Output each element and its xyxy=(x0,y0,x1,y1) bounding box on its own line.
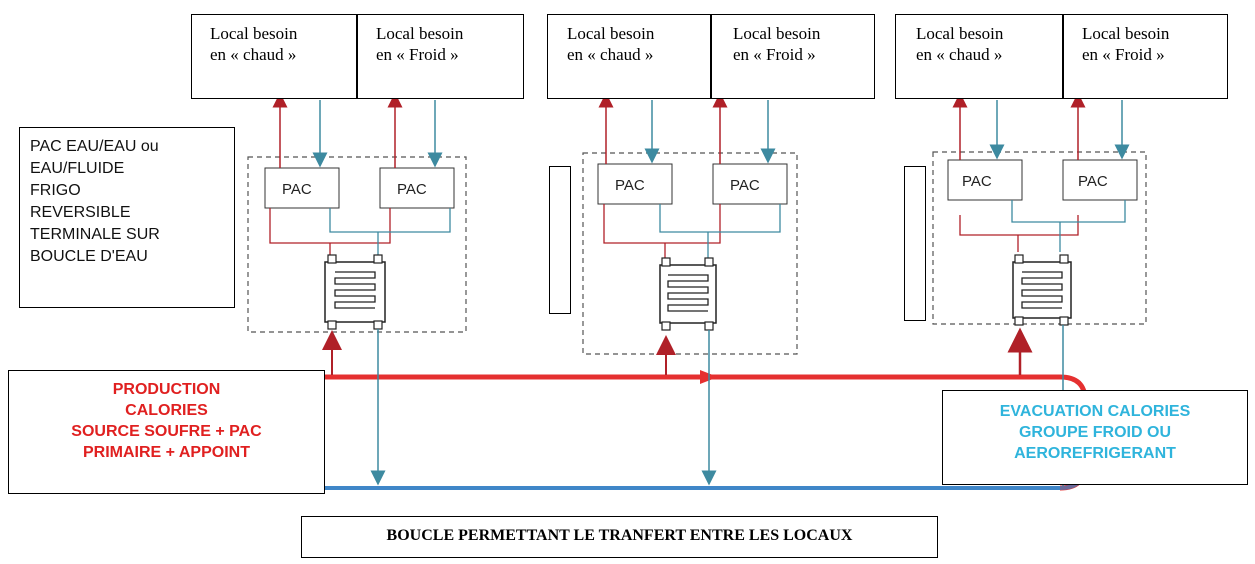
pac-module-1: PAC PAC xyxy=(247,92,467,486)
pac-label: PAC xyxy=(282,181,312,198)
evacuation-box: EVACUATION CALORIES GROUPE FROID OU AERO… xyxy=(942,390,1248,485)
pac-module-2: PAC PAC xyxy=(582,92,798,486)
locals-group-2 xyxy=(547,14,875,99)
pac-label: PAC xyxy=(397,181,427,198)
pac-label: PAC xyxy=(615,177,645,194)
locals-group-3 xyxy=(895,14,1228,99)
side-panel xyxy=(904,166,926,321)
pac-label: PAC xyxy=(730,177,760,194)
loop-caption: BOUCLE PERMETTANT LE TRANFERT ENTRE LES … xyxy=(301,516,938,558)
locals-group-1 xyxy=(191,14,524,99)
pac-module-3: PAC PAC xyxy=(932,92,1147,486)
pac-legend: PAC EAU/EAU ou EAU/FLUIDE FRIGO REVERSIB… xyxy=(19,127,235,308)
pac-label: PAC xyxy=(1078,173,1108,190)
side-panel xyxy=(549,166,571,314)
pac-label: PAC xyxy=(962,173,992,190)
production-box: PRODUCTION CALORIES SOURCE SOUFRE + PAC … xyxy=(8,370,325,494)
